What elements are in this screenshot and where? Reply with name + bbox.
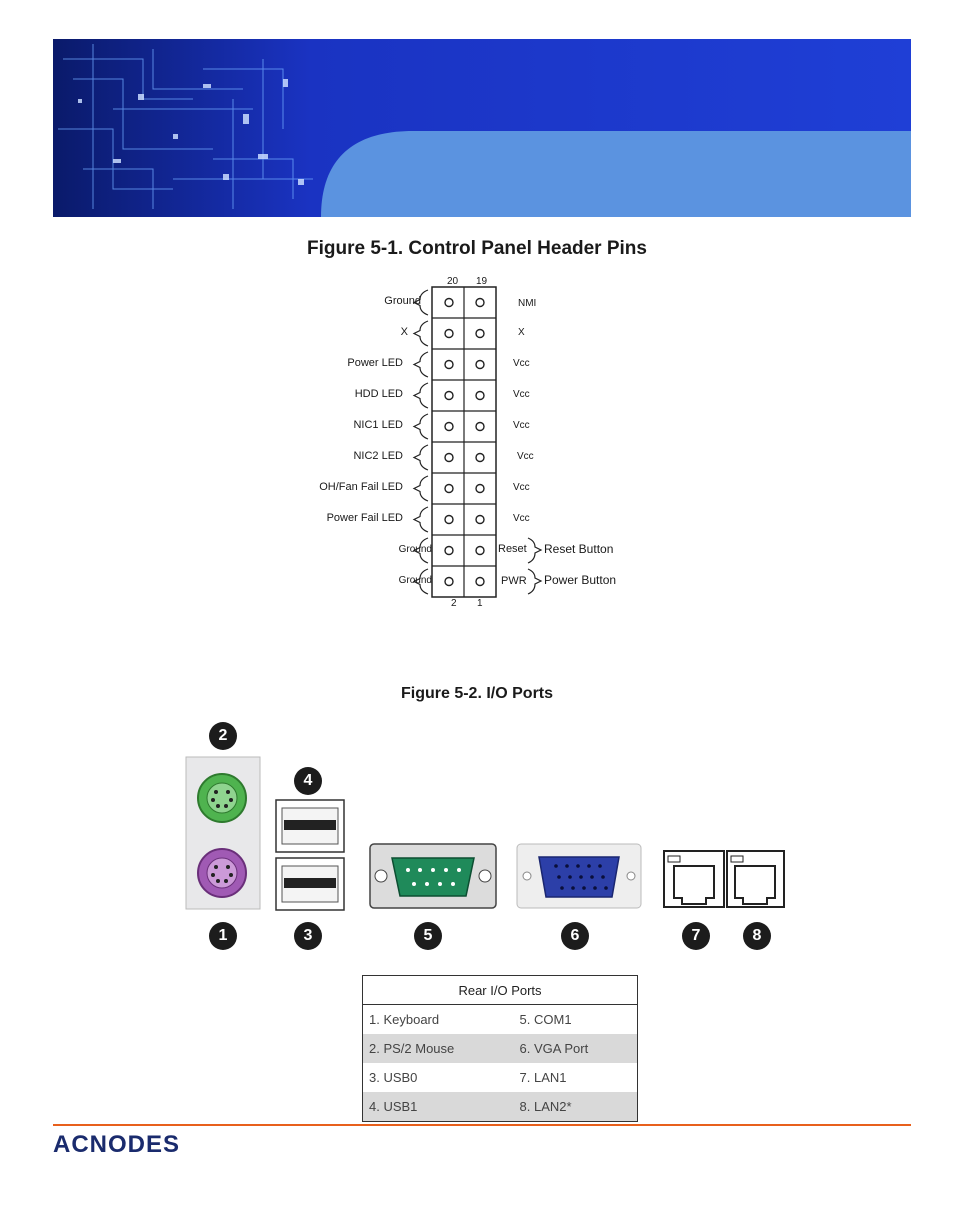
- lan1-port: [663, 850, 725, 908]
- pin-label-right: Vcc: [513, 420, 530, 431]
- control-panel-header-diagram: [412, 286, 543, 598]
- header-pin: [475, 359, 485, 370]
- header-pin: [444, 390, 454, 401]
- header-pin: [444, 359, 454, 370]
- right-brace: [527, 537, 543, 564]
- badge-8: 8: [743, 922, 771, 950]
- pin-number-19: 19: [476, 276, 488, 287]
- left-brace: [412, 320, 429, 347]
- pin-label-right: Reset: [498, 543, 527, 555]
- footer-divider: [53, 1124, 911, 1126]
- header-pin: [475, 483, 485, 494]
- badge-6: 6: [561, 922, 589, 950]
- left-brace: [412, 537, 429, 564]
- pin-label-right: Vcc: [513, 389, 530, 400]
- left-brace: [412, 413, 429, 440]
- pin-number-1: 1: [477, 598, 483, 609]
- table-cell: 3. USB0: [369, 1070, 418, 1085]
- header-pin: [475, 576, 485, 587]
- left-brace: [412, 475, 429, 502]
- pin-label-right: NMI: [518, 298, 537, 309]
- table-cell: 4. USB1: [362, 1092, 514, 1122]
- table-header: Rear I/O Ports: [362, 975, 638, 1005]
- badge-3: 3: [294, 922, 322, 950]
- badge-1: 1: [209, 922, 237, 950]
- badge-2: 2: [209, 722, 237, 750]
- table-cell: 6. VGA Port: [513, 1034, 638, 1063]
- lan2-port: [726, 850, 785, 908]
- pin-label-left: NIC2 LED: [353, 450, 403, 462]
- header-pin: [475, 390, 485, 401]
- header-banner: [53, 39, 911, 217]
- pin-label-left: X: [400, 326, 408, 338]
- table-cell: 5. COM1: [519, 1012, 572, 1027]
- header-pin: [475, 545, 485, 556]
- header-pin: [444, 297, 454, 308]
- header-pin: [444, 421, 454, 432]
- figure-2-title: Figure 5-2. I/O Ports: [400, 685, 554, 702]
- table-row: 3. USB0 7. LAN1: [363, 1063, 638, 1092]
- badge-5: 5: [414, 922, 442, 950]
- header-pin: [475, 421, 485, 432]
- pin-label-left: HDD LED: [354, 388, 403, 400]
- table-cell: 8. LAN2*: [513, 1092, 638, 1122]
- pin-label-left: Power Fail LED: [326, 512, 403, 524]
- left-brace: [412, 444, 429, 471]
- left-brace: [412, 382, 429, 409]
- pin-label-left: NIC1 LED: [353, 419, 403, 431]
- pin-label-left: OH/Fan Fail LED: [319, 481, 403, 493]
- vga-port: [516, 843, 642, 909]
- header-pin: [475, 452, 485, 463]
- left-brace: [412, 568, 429, 595]
- right-brace: [527, 568, 543, 595]
- ps2-mouse-port: [197, 773, 247, 823]
- pin-number-2: 2: [451, 598, 457, 609]
- table-cell: 7. LAN1: [519, 1070, 567, 1085]
- left-brace: [412, 506, 429, 533]
- rear-io-ports-table: Rear I/O Ports 1. Keyboard 5. COM1 2. PS/…: [362, 975, 638, 1122]
- pin-label-right: Vcc: [513, 482, 530, 493]
- pin-label-right: Vcc: [517, 451, 534, 462]
- com1-port: [369, 843, 497, 909]
- acnodes-logo: ACNODES: [53, 1131, 181, 1158]
- header-pin: [444, 514, 454, 525]
- reset-button-label: Reset Button: [544, 542, 614, 556]
- pin-label-left: Ground: [384, 295, 421, 307]
- pin-label-right: X: [518, 327, 525, 338]
- header-pin: [444, 483, 454, 494]
- header-pin: [475, 328, 485, 339]
- pin-label-right: Vcc: [513, 358, 530, 369]
- pin-label-right: PWR: [501, 575, 527, 587]
- header-pin: [444, 545, 454, 556]
- table-cell: 2. PS/2 Mouse: [362, 1034, 514, 1063]
- circuit-board-banner-image: [53, 39, 911, 217]
- badge-4: 4: [294, 767, 322, 795]
- left-brace: [412, 289, 429, 316]
- pin-label-right: Vcc: [513, 513, 530, 524]
- table-cell: 1. Keyboard: [369, 1012, 440, 1027]
- header-pin: [444, 576, 454, 587]
- left-brace: [412, 351, 429, 378]
- header-pin: [444, 452, 454, 463]
- table-row: 1. Keyboard 5. COM1: [363, 1005, 638, 1035]
- header-pin: [475, 297, 485, 308]
- pin-label-left: Ground: [398, 544, 432, 555]
- pin-label-left: Ground: [398, 575, 432, 586]
- badge-7: 7: [682, 922, 710, 950]
- pin-label-left: Power LED: [347, 357, 403, 369]
- figure-1-title: Figure 5-1. Control Panel Header Pins: [307, 238, 647, 259]
- usb-ports: [275, 799, 345, 911]
- header-pin: [475, 514, 485, 525]
- ps2-keyboard-port: [197, 848, 247, 898]
- power-button-label: Power Button: [544, 573, 617, 587]
- header-pin: [444, 328, 454, 339]
- pin-number-20: 20: [447, 276, 459, 287]
